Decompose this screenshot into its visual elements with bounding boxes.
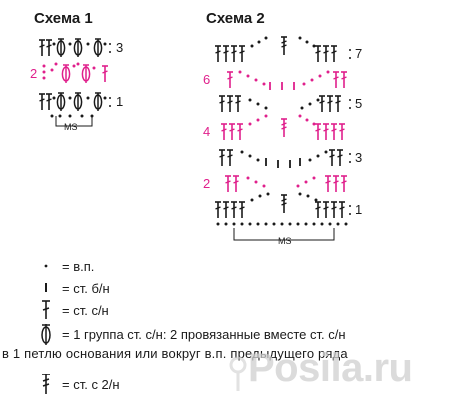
legend-chain-text: = в.п. <box>62 259 95 274</box>
scheme-2-row-6 <box>226 70 348 91</box>
scheme-2-title: Схема 2 <box>206 10 265 27</box>
scheme-2-row-1 <box>214 192 348 226</box>
scheme-2-row-label-6: 6 <box>203 72 211 87</box>
scheme-2-row-label-4: 4 <box>203 124 211 139</box>
scheme-1-row-label-3: 3 <box>116 40 124 55</box>
scheme-2-row-2 <box>224 175 348 193</box>
scheme-2-row-label-2: 2 <box>203 176 211 191</box>
scheme-1-row-3 <box>38 38 107 58</box>
chain-dot-icon <box>44 264 48 268</box>
legend-single-crochet-text: = ст. б/н <box>62 281 110 296</box>
pin-logo-icon <box>229 356 247 391</box>
scheme-2-row-4 <box>220 114 346 141</box>
scheme-1-row-2 <box>42 62 109 84</box>
scheme-2-row-label-1: 1 <box>355 202 363 217</box>
double-crochet-icon <box>42 300 50 319</box>
scheme-2-row-3 <box>218 149 344 169</box>
treble-crochet-icon <box>42 374 50 394</box>
scheme-1-title: Схема 1 <box>34 10 93 27</box>
legend-double-crochet-text: = ст. с/н <box>62 303 109 318</box>
scheme-2-row-label-3: 3 <box>355 150 363 165</box>
cluster-icon <box>41 324 51 345</box>
scheme-2-row-markers <box>109 43 351 215</box>
scheme-1-ms-label: MS <box>64 122 78 132</box>
scheme-1-row-label-2: 2 <box>30 66 38 81</box>
legend-treble-crochet-text: = ст. с 2/н <box>62 377 120 392</box>
scheme-2-row-7 <box>214 36 338 63</box>
legend-cluster-continuation: в 1 петлю основания или вокруг в.п. пред… <box>2 346 348 361</box>
scheme-2-diagram <box>109 36 351 241</box>
single-crochet-icon <box>45 283 47 292</box>
scheme-1-row-1 <box>38 92 107 118</box>
scheme-2-row-label-7: 7 <box>355 46 363 61</box>
scheme-2-row-label-5: 5 <box>355 96 363 111</box>
scheme-2-ms-label: MS <box>278 236 292 246</box>
scheme-2-ms-bracket <box>233 228 335 241</box>
scheme-1-ms-bracket <box>55 116 93 127</box>
scheme-1-row-label-1: 1 <box>116 94 124 109</box>
legend-cluster-text: = 1 группа ст. с/н: 2 провязанные вместе… <box>62 327 346 342</box>
watermark: Posila.ru <box>248 346 413 390</box>
scheme-2-row-5 <box>218 95 342 113</box>
